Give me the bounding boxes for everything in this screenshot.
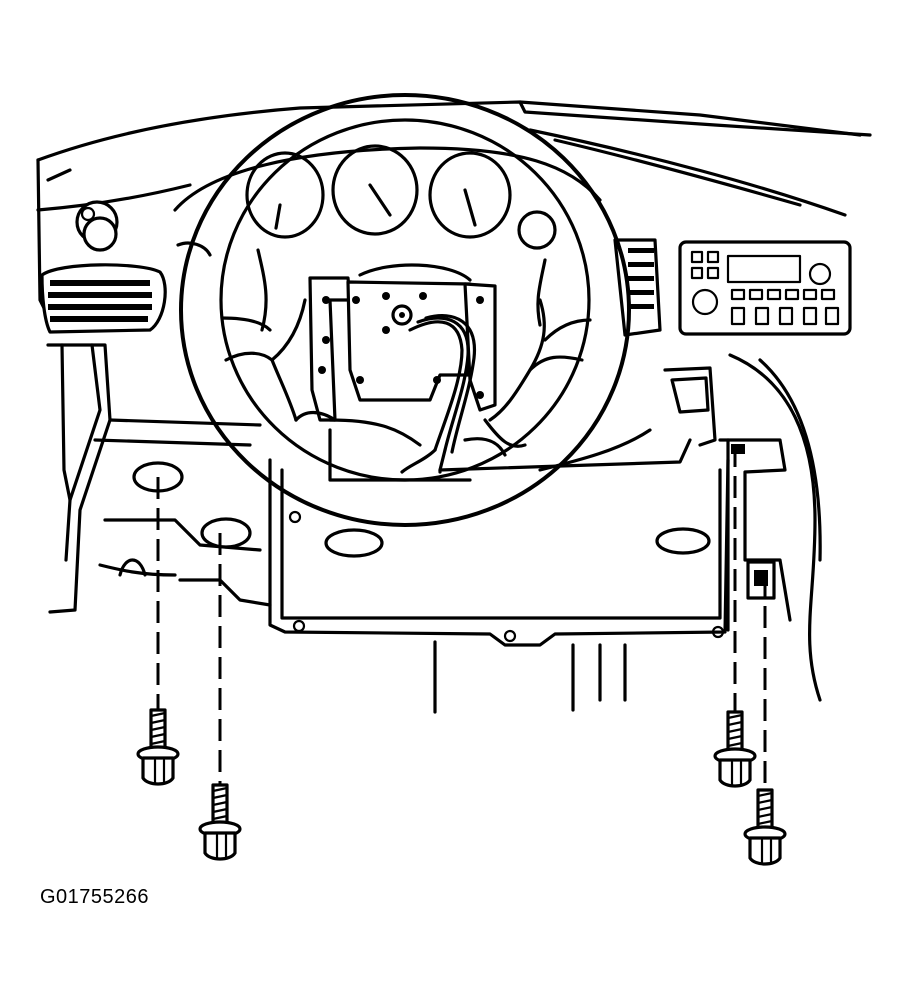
bolt-right-upper (713, 710, 757, 788)
right-mounting-bracket (663, 366, 792, 632)
radio (678, 240, 852, 336)
steering-column-support-bracket (268, 428, 730, 714)
bolt-left-upper (136, 708, 180, 786)
bolt-right-lower (743, 788, 787, 866)
headlamp-switch (75, 200, 119, 252)
figure-id-label: G01755266 (40, 886, 150, 908)
instrument-cluster (173, 144, 602, 257)
bolt-left-lower (198, 783, 242, 861)
steering-wheel (179, 93, 631, 527)
center-air-vent (613, 238, 662, 337)
left-air-vent (40, 263, 167, 334)
instrument-panel (36, 100, 872, 702)
steering-column-hub (308, 263, 507, 482)
bolt-alignment-lines (156, 445, 767, 790)
